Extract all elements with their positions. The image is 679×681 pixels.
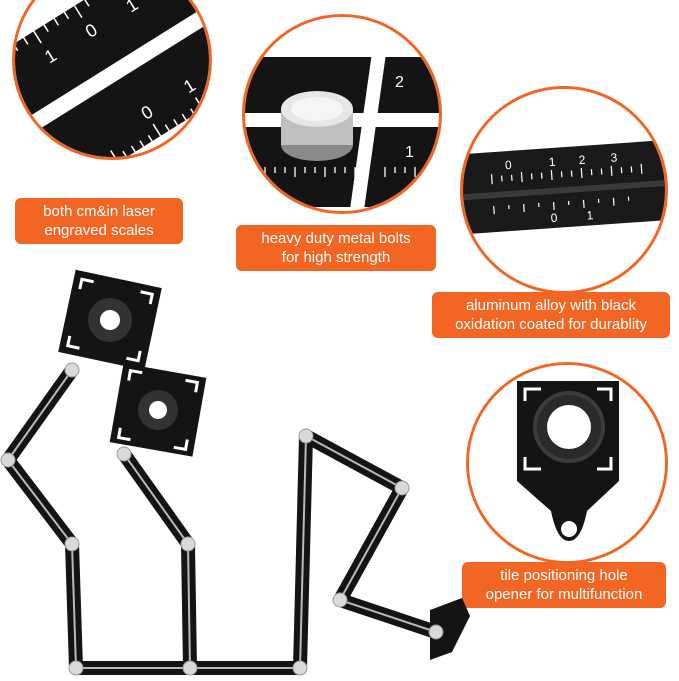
scale-number: 2 <box>578 153 586 167</box>
scale-number: 3 <box>610 150 618 164</box>
magnified-bolt-image: 5 2 1 <box>245 17 439 211</box>
scale-number: 0 <box>504 158 512 172</box>
alloy-zoom-circle: 0 1 2 3 0 1 <box>460 86 668 294</box>
bolts-callout-label: heavy duty metal bolts for high strength <box>236 225 436 271</box>
scales-zoom-circle: 1 0 1 2 0 1 <box>12 0 212 160</box>
scales-callout-label: both cm&in laser engraved scales <box>15 198 183 244</box>
magnified-tile-hole-image <box>469 365 665 561</box>
angle-ruler-tool-image <box>0 269 470 676</box>
scale-number: 1 <box>586 208 594 222</box>
scale-number: 1 <box>548 155 556 169</box>
scale-number: 0 <box>550 211 558 225</box>
alloy-callout-label: aluminum alloy with black oxidation coat… <box>432 292 670 338</box>
scale-number: 1 <box>405 144 414 161</box>
tile-callout-label: tile positioning hole opener for multifu… <box>462 562 666 608</box>
magnified-alloy-image: 0 1 2 3 0 1 <box>463 89 665 291</box>
magnified-ruler-image: 1 0 1 2 0 1 <box>15 0 209 157</box>
bolts-zoom-circle: 5 2 1 <box>242 14 442 214</box>
scale-number: 5 <box>340 42 349 59</box>
scale-number: 2 <box>395 74 404 91</box>
tile-zoom-circle <box>466 362 668 564</box>
